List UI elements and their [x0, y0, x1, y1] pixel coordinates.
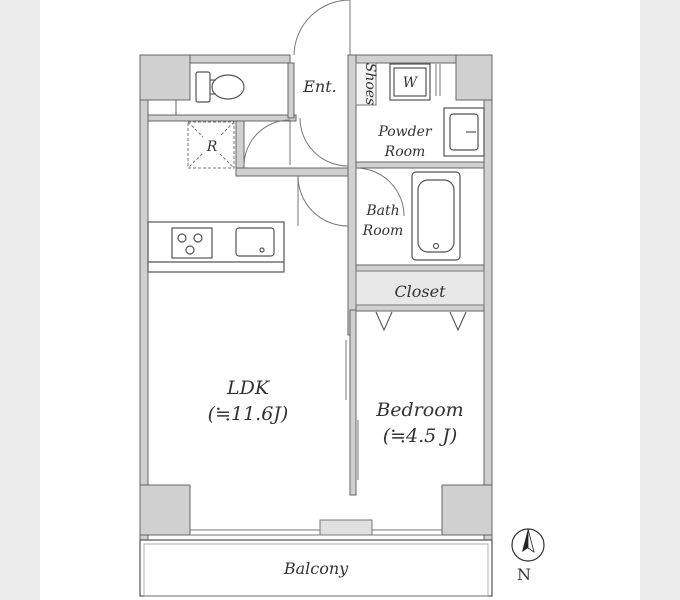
ldk-size-label: (≒11.6J) [208, 403, 289, 425]
stove-icon [171, 227, 213, 259]
balcony-outline [139, 539, 493, 597]
closet-label: Closet [394, 282, 446, 301]
washer-space [389, 63, 431, 101]
kitchen-counter [147, 221, 285, 273]
wall-corner-top-left [139, 54, 191, 101]
refrigerator-label: R [206, 139, 218, 155]
bathtub-icon [411, 171, 461, 261]
ledge-top-left [147, 99, 177, 116]
bath-door-arc [355, 167, 405, 217]
door-swings [243, 0, 405, 227]
compass-icon [511, 528, 545, 562]
ldk-door-arc [297, 175, 349, 227]
balcony-area [139, 539, 493, 597]
powder-door-arc [299, 117, 349, 167]
wall-closet-bottom [355, 304, 485, 312]
kitchen-sink-icon [235, 227, 275, 257]
wall-center-upper [347, 54, 357, 336]
balcony-inner [143, 543, 489, 597]
closet-doors [375, 311, 467, 332]
pillar-bottom-right [441, 484, 493, 536]
wall-toilet-bottom [147, 114, 297, 122]
wall-ldk-bedroom [349, 309, 357, 496]
wall-ent-bottom [235, 167, 349, 177]
vanity-sink-icon [443, 107, 485, 157]
wall-toilet-right [287, 62, 295, 119]
ldk-label: LDK [226, 377, 271, 399]
entrance-door-arc [293, 0, 351, 56]
wall-right-pillar [483, 99, 493, 541]
bath-room-label-1: Bath [365, 203, 399, 219]
closet-area [355, 270, 485, 306]
pillar-bottom-left [139, 484, 191, 536]
balcony-label: Balcony [283, 559, 349, 578]
washer-label: W [403, 75, 419, 91]
bedroom-size-label: (≒4.5 J) [383, 425, 458, 447]
bath-room-label-2: Room [362, 223, 404, 239]
ac-unit [319, 519, 373, 536]
powder-room-label-2: Room [384, 144, 426, 160]
compass-north-label: N [517, 565, 531, 584]
sliding-door [345, 340, 359, 480]
powder-room-label-1: Powder [377, 124, 433, 140]
wall-left [139, 54, 149, 541]
washer-pipes [435, 64, 441, 96]
wall-ent-left [235, 114, 245, 176]
wall-corner-top-right [455, 54, 493, 101]
toilet-icon [195, 71, 245, 103]
wall-under-bath [355, 264, 485, 272]
wall-powder-bath [355, 161, 485, 169]
shoes-label: Shoes [362, 63, 378, 106]
entrance-label: Ent. [302, 77, 337, 96]
bedroom-label: Bedroom [375, 399, 463, 421]
toilet-door-arc [243, 119, 291, 166]
shoe-cabinet [355, 62, 377, 106]
walls [139, 54, 493, 541]
bottom-windows [190, 519, 442, 536]
